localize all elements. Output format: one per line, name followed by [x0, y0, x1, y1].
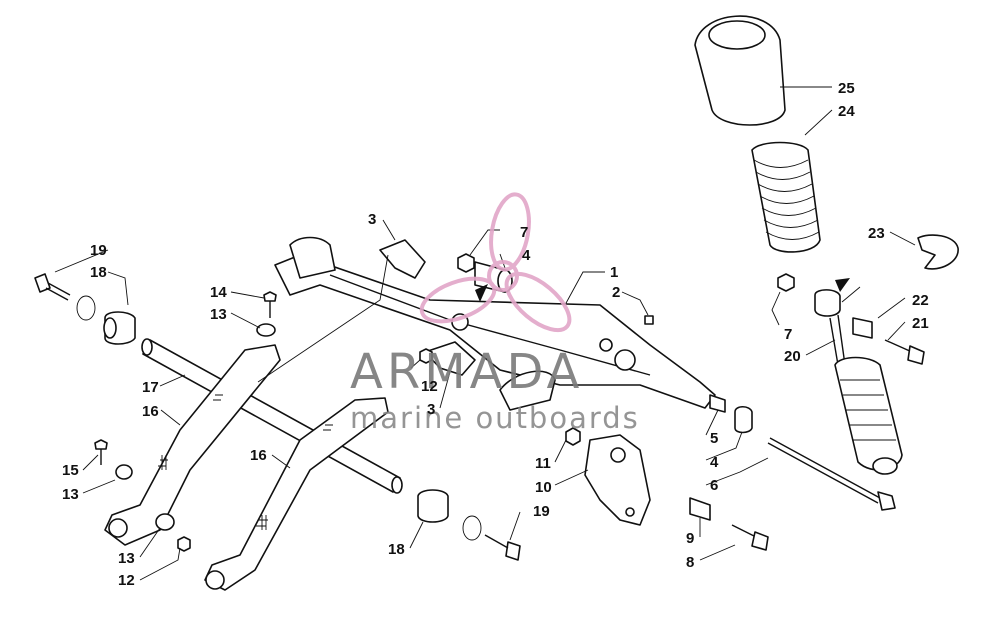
callout-18-upper: 18: [90, 264, 107, 281]
callout-13-left: 13: [62, 486, 79, 503]
bolt-19-lower: [484, 534, 521, 561]
callout-19-lower: 19: [533, 503, 550, 520]
leader-lines: [54, 86, 916, 581]
callout-24: 24: [838, 103, 855, 120]
bushing-18-lower: [417, 489, 449, 523]
wear-block-upper: [379, 239, 426, 279]
callout-5: 5: [710, 430, 718, 447]
callout-13-upper: 13: [210, 306, 227, 323]
callout-11: 11: [535, 455, 551, 472]
bolt-19-upper: [34, 273, 71, 301]
callout-4-upper: 4: [522, 247, 531, 264]
bushing-18-upper: [103, 311, 136, 345]
bolt-8: [731, 524, 769, 551]
small-fitting-2: [644, 315, 654, 325]
callout-10: 10: [535, 479, 552, 496]
callout-23: 23: [868, 225, 885, 242]
callout-numbers: 1 2 3 3 4 4 5 6 7 7 8 9 10 11 12 12 13 1…: [62, 80, 929, 589]
rear-arm-right: [204, 397, 389, 591]
long-bolt-6: [767, 437, 896, 511]
shock-eye: [814, 289, 841, 317]
bracket-10: [584, 434, 651, 526]
callout-17: 17: [142, 379, 159, 396]
callout-8: 8: [686, 554, 694, 571]
coil-spring-24: [751, 141, 821, 253]
callout-18-lower: 18: [388, 541, 405, 558]
callout-1: 1: [610, 264, 618, 281]
watermark: ARMADA marine outboards: [350, 192, 640, 435]
bolt-21: [884, 339, 925, 365]
bolt-15: [94, 439, 108, 465]
nut-12-lower: [177, 536, 191, 552]
washer-13-upper: [256, 323, 276, 337]
callout-14: 14: [210, 284, 227, 301]
washers: [76, 295, 482, 541]
callout-15: 15: [62, 462, 79, 479]
callout-6: 6: [710, 477, 718, 494]
brand-name: ARMADA: [350, 344, 583, 400]
callout-3-upper: 3: [368, 211, 376, 228]
callout-22: 22: [912, 292, 929, 309]
spacer-22: [852, 317, 873, 339]
shock-absorber-20: [829, 314, 903, 475]
callout-7-upper: 7: [520, 224, 528, 241]
bushing-5: [709, 394, 726, 413]
bolt-14: [263, 291, 277, 318]
shock-boot-25: [694, 15, 786, 126]
callout-21: 21: [912, 315, 929, 332]
spacer-4-lower: [734, 405, 753, 434]
callout-3-lower: 3: [427, 401, 435, 418]
wear-block-lower: [424, 341, 476, 376]
washer-13-left: [115, 464, 133, 480]
callout-19-upper: 19: [90, 242, 107, 259]
callout-20: 20: [784, 348, 801, 365]
callout-25: 25: [838, 80, 855, 97]
nut-7-shock: [777, 273, 795, 292]
callout-4-lower: 4: [710, 454, 719, 471]
callout-12-lower: 12: [118, 572, 135, 589]
nut-7-upper: [457, 253, 475, 273]
spring-retainer-23: [917, 234, 959, 270]
callout-9: 9: [686, 530, 694, 547]
washer-13-lower: [155, 513, 175, 531]
callout-13-lower: 13: [118, 550, 135, 567]
callout-16-right: 16: [250, 447, 267, 464]
propeller-logo: [419, 192, 572, 333]
callout-2: 2: [612, 284, 620, 301]
spacer-9: [689, 497, 711, 521]
callout-16-left: 16: [142, 403, 159, 420]
brand-tagline: marine outboards: [350, 401, 640, 435]
arrow-markers: [475, 278, 850, 302]
rear-arm-left: [104, 344, 281, 546]
callout-12-center: 12: [421, 378, 438, 395]
callout-7-shock: 7: [784, 326, 792, 343]
